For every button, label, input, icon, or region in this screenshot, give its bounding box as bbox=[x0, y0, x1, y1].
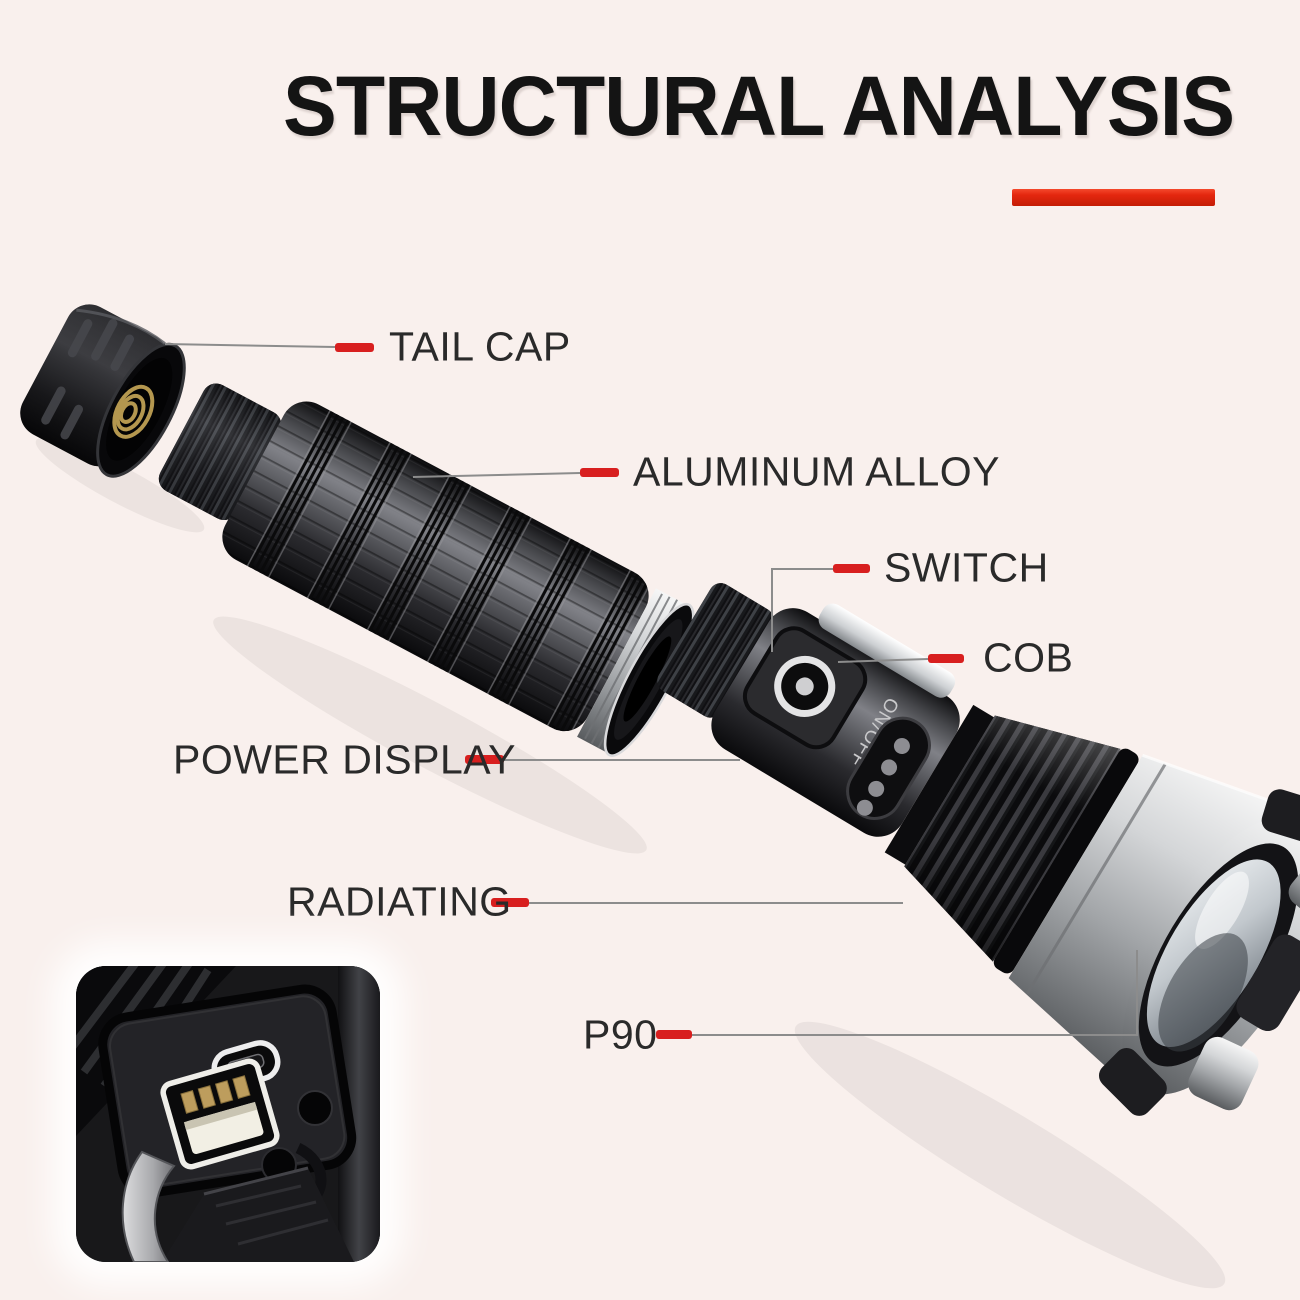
label-aluminum-alloy: ALUMINUM ALLOY bbox=[633, 448, 1000, 495]
label-power-display: POWER DISPLAY bbox=[173, 736, 516, 783]
label-tail-cap: TAIL CAP bbox=[389, 323, 571, 370]
pocket-clip bbox=[121, 1150, 176, 1262]
tail-spring bbox=[112, 384, 155, 439]
soft-shadows bbox=[35, 437, 1226, 1289]
strike-bezel bbox=[1008, 755, 1299, 1086]
bezel-crown-teeth bbox=[1098, 789, 1300, 1116]
label-text: ALUMINUM ALLOY bbox=[633, 448, 1000, 495]
label-switch: SWITCH bbox=[884, 544, 1049, 591]
label-text: COB bbox=[983, 634, 1074, 681]
callout-red-dashes bbox=[335, 343, 964, 1039]
p90-line bbox=[692, 950, 1138, 1036]
page-title: STRUCTURAL ANALYSIS bbox=[283, 59, 1235, 153]
charging-ports-photo bbox=[76, 966, 380, 1262]
tail-cap-part bbox=[20, 304, 186, 478]
label-text: RADIATING bbox=[287, 878, 512, 925]
usb-a-port bbox=[160, 1058, 280, 1170]
label-cob: COB bbox=[983, 634, 1074, 681]
title-underline-bar bbox=[1012, 189, 1215, 206]
charging-ports-inset bbox=[76, 966, 380, 1262]
knurl-texture bbox=[222, 401, 649, 732]
label-radiating: RADIATING bbox=[287, 878, 512, 925]
cob-strip bbox=[818, 603, 956, 698]
usb-gold-pins bbox=[180, 1075, 251, 1114]
flashlight-head-part: ON/OFF bbox=[657, 583, 1300, 1116]
label-p90: P90 bbox=[583, 1011, 658, 1058]
tail-cap-grip-grooves bbox=[41, 318, 135, 440]
cob-line bbox=[837, 658, 929, 663]
power-display-dots bbox=[856, 738, 910, 816]
callout-lines bbox=[164, 343, 1138, 1036]
tail-cap-line bbox=[164, 343, 336, 348]
switch-line bbox=[771, 568, 833, 652]
battery-tube-part bbox=[158, 383, 695, 757]
label-text: TAIL CAP bbox=[389, 323, 571, 370]
label-text: P90 bbox=[583, 1011, 658, 1058]
label-text: POWER DISPLAY bbox=[173, 736, 516, 783]
label-text: SWITCH bbox=[884, 544, 1049, 591]
aluminum-alloy-line bbox=[412, 472, 581, 478]
screw-hole-top bbox=[297, 1090, 333, 1126]
